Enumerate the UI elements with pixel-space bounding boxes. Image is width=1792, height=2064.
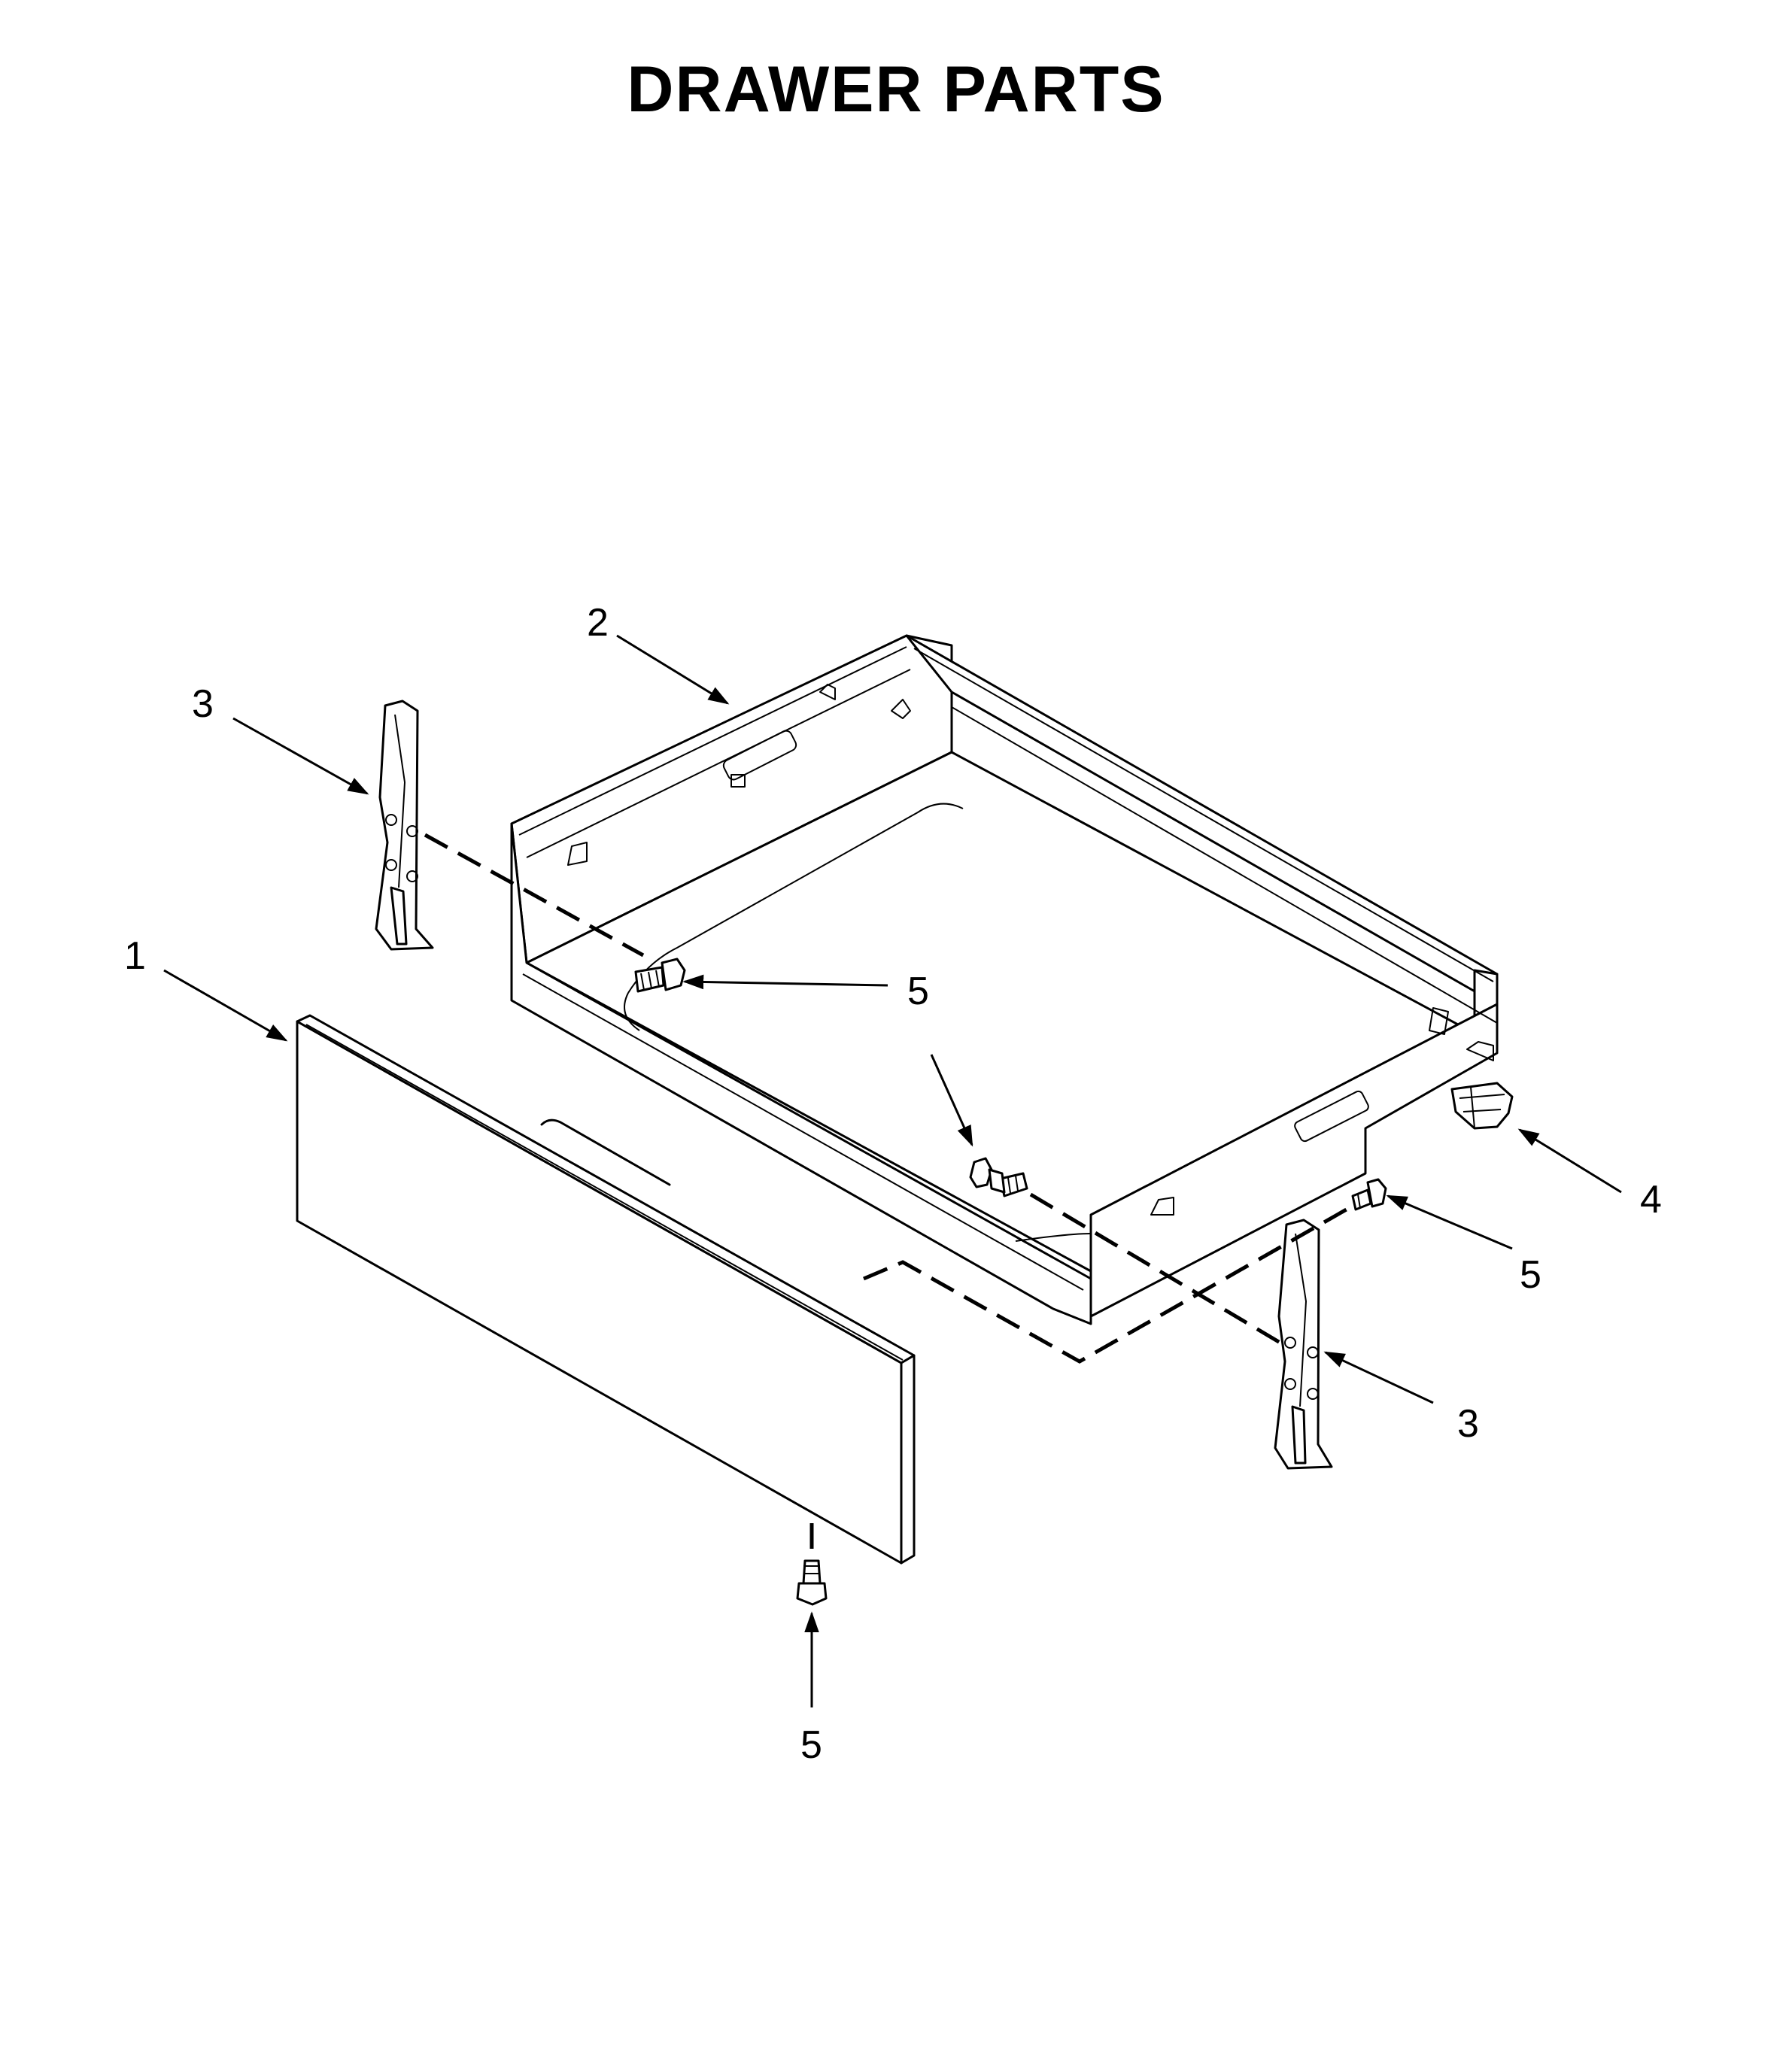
screw-upper-left — [634, 958, 686, 993]
callout-5-right: 5 — [1520, 1253, 1541, 1297]
leader-2 — [616, 634, 730, 705]
callout-5-upper: 5 — [907, 970, 929, 1013]
leader-3-left — [232, 717, 369, 795]
drawer-handle — [540, 1119, 671, 1186]
callout-4: 4 — [1640, 1178, 1662, 1222]
clip-body — [1450, 1082, 1514, 1130]
leader-5-upper — [682, 974, 888, 990]
screw-middle — [969, 1157, 1028, 1197]
leader-arrows — [163, 634, 1622, 1707]
bracket-right — [1274, 1219, 1333, 1470]
callout-3-left: 3 — [192, 682, 214, 726]
callout-5-bottom: 5 — [800, 1723, 822, 1767]
assembly-lines — [424, 833, 1352, 1557]
callout-2: 2 — [587, 601, 609, 645]
drawer-front-side-edge — [900, 1354, 916, 1565]
clip — [1450, 1082, 1514, 1130]
left-wall-tab — [730, 774, 746, 788]
right-wall-slot — [1294, 1090, 1369, 1143]
left-wall-slot — [722, 730, 797, 781]
callout-3-right: 3 — [1457, 1402, 1479, 1446]
bracket-left-hole-2 — [406, 825, 418, 837]
page-title: DRAWER PARTS — [627, 53, 1165, 126]
bracket-right-hole-2 — [1307, 1346, 1319, 1358]
bracket-right-hole-1 — [1284, 1337, 1296, 1349]
bracket-left-hole-1 — [385, 814, 397, 826]
bracket-left-hole-4 — [406, 870, 418, 882]
callouts: 2 3 1 5 4 5 3 5 — [124, 601, 1662, 1767]
drawer-body — [510, 634, 1499, 1325]
drawer-front-panel — [296, 1014, 916, 1565]
left-wall-latch — [567, 842, 588, 866]
bracket-left — [375, 700, 434, 951]
leader-4 — [1517, 1128, 1622, 1194]
leader-3-right — [1323, 1351, 1434, 1404]
bracket-left-hole-3 — [385, 859, 397, 871]
screw-bottom — [796, 1559, 828, 1606]
leader-5-right — [1386, 1194, 1513, 1250]
callout-1: 1 — [124, 934, 146, 978]
leader-1 — [163, 969, 288, 1042]
right-wall-latch — [1150, 1197, 1174, 1216]
screw-right — [1351, 1178, 1387, 1211]
bracket-right-hole-4 — [1307, 1388, 1319, 1400]
bracket-right-hole-3 — [1284, 1378, 1296, 1390]
leader-5-middle — [930, 1054, 973, 1147]
